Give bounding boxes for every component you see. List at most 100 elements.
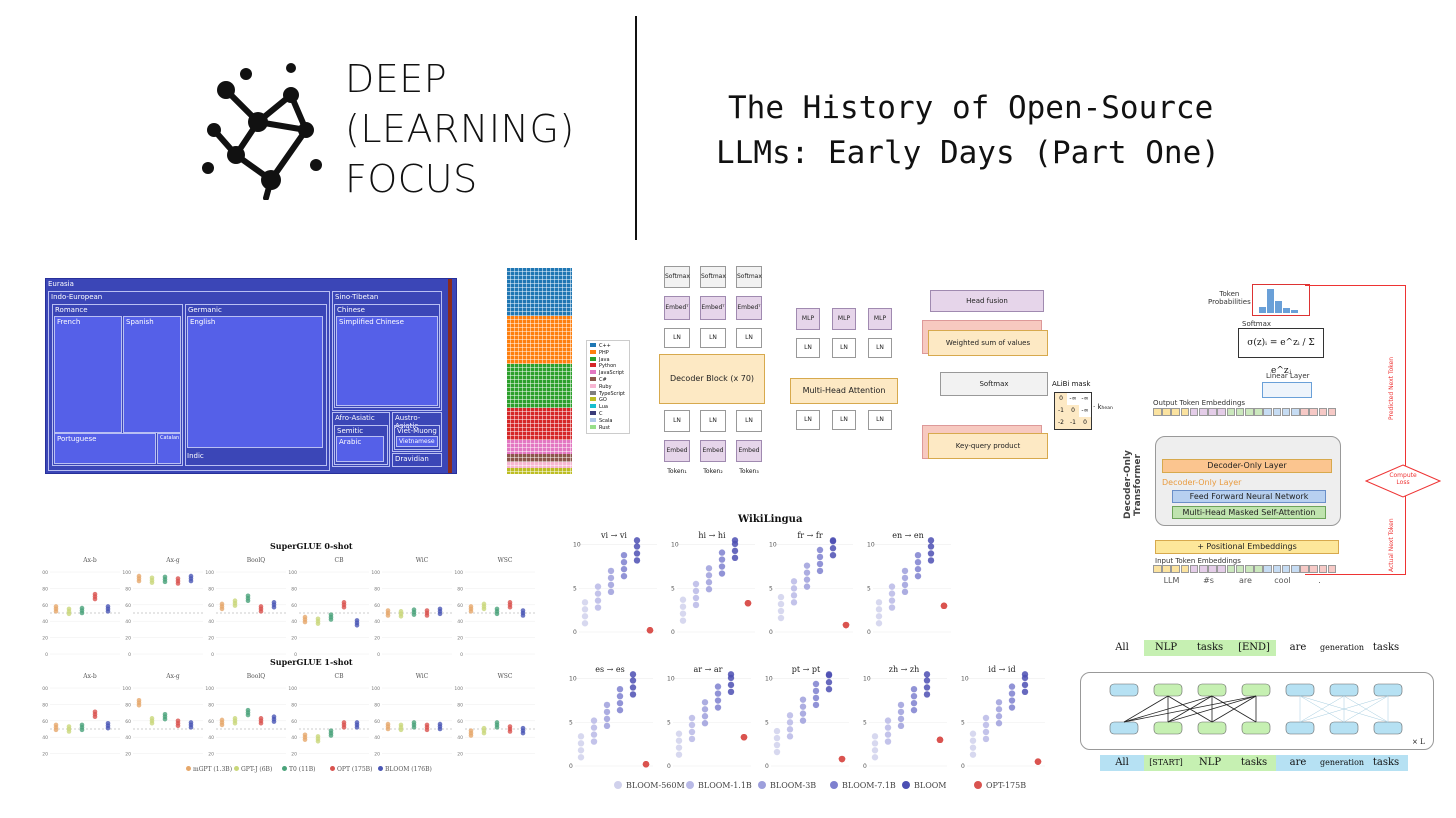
superglue-task-label: CB	[335, 673, 345, 680]
wikilingua-point	[888, 590, 896, 597]
waffle-cell	[559, 412, 563, 416]
y-tick-label: 20	[457, 636, 463, 642]
waffle-cell	[535, 280, 539, 284]
waffle-cell	[547, 272, 551, 276]
multi-head-attention: Multi-Head Attention	[790, 378, 898, 404]
waffle-cell	[551, 280, 555, 284]
waffle-cell	[535, 348, 539, 352]
treemap-indic: Indic	[187, 452, 204, 460]
embed-box: Embed	[664, 440, 690, 462]
wikilingua-point	[871, 747, 879, 754]
treemap-chinese: Chinese	[334, 304, 440, 408]
wikilingua-point	[842, 621, 850, 629]
wikilingua-point	[884, 717, 892, 724]
waffle-cell	[531, 420, 535, 424]
wikilingua-point	[1008, 683, 1016, 690]
code-legend-swatch	[590, 383, 596, 388]
waffle-cell	[551, 452, 555, 456]
y-tick-label: 5	[671, 585, 675, 592]
waffle-cell	[523, 272, 527, 276]
waffle-cell	[527, 424, 531, 428]
waffle-cell	[531, 404, 535, 408]
superglue-point	[162, 574, 168, 580]
waffle-cell	[567, 396, 571, 400]
waffle-cell	[535, 376, 539, 380]
waffle-cell	[567, 360, 571, 364]
y-tick-label: 60	[208, 719, 214, 725]
input-token: are	[1276, 755, 1320, 771]
waffle-cell	[535, 412, 539, 416]
waffle-cell	[515, 420, 519, 424]
waffle-cell	[523, 324, 527, 328]
waffle-cell	[571, 328, 572, 332]
waffle-cell	[567, 436, 571, 440]
waffle-cell	[547, 308, 551, 312]
waffle-cell	[543, 458, 547, 462]
waffle-cell	[531, 372, 535, 376]
waffle-cell	[571, 320, 572, 324]
waffle-cell	[519, 292, 523, 296]
waffle-cell	[539, 352, 543, 356]
y-tick-label: 80	[208, 586, 214, 592]
waffle-cell	[547, 436, 551, 440]
token-label: Token₂	[703, 468, 723, 475]
waffle-cell	[507, 344, 511, 348]
superglue-point	[162, 711, 168, 717]
waffle-cell	[559, 316, 563, 320]
wikilingua-point	[603, 708, 611, 716]
waffle-cell	[571, 466, 572, 470]
waffle-cell	[547, 440, 551, 444]
waffle-cell	[531, 376, 535, 380]
embedding-cell	[1171, 565, 1180, 573]
waffle-cell	[547, 472, 551, 474]
waffle-cell	[563, 368, 567, 372]
waffle-cell	[523, 472, 527, 474]
waffle-cell	[555, 316, 559, 320]
waffle-cell	[511, 376, 515, 380]
superglue-point	[398, 722, 404, 728]
waffle-cell	[511, 352, 515, 356]
waffle-cell	[559, 420, 563, 424]
waffle-cell	[547, 384, 551, 388]
waffle-cell	[563, 408, 567, 412]
waffle-cell	[559, 348, 563, 352]
wikilingua-legend-item: OPT-175B	[974, 781, 1026, 790]
wikilingua-panel-title: id → id	[988, 665, 1015, 674]
y-tick-label: 0	[45, 652, 48, 658]
waffle-cell	[539, 380, 543, 384]
superglue-point	[437, 606, 443, 612]
waffle-cell	[515, 448, 519, 452]
wikilingua-point	[727, 681, 735, 689]
waffle-cell	[551, 424, 555, 428]
waffle-cell	[539, 336, 543, 340]
waffle-cell	[567, 420, 571, 424]
waffle-cell	[539, 424, 543, 428]
superglue-point	[354, 720, 360, 725]
waffle-cell	[563, 288, 567, 292]
y-tick-label: 80	[374, 586, 380, 592]
waffle-cell	[519, 472, 523, 474]
waffle-cell	[515, 396, 519, 400]
waffle-cell	[531, 416, 535, 420]
waffle-cell	[567, 340, 571, 344]
alibi-cell: 0	[1055, 393, 1067, 405]
waffle-cell	[519, 454, 523, 458]
waffle-cell	[543, 300, 547, 304]
waffle-cell	[563, 324, 567, 328]
waffle-cell	[527, 472, 531, 474]
waffle-cell	[531, 360, 535, 364]
wikilingua-point	[642, 761, 650, 768]
treemap-semitic: Semitic	[334, 425, 388, 465]
wikilingua-point	[803, 583, 811, 590]
waffle-cell	[563, 276, 567, 280]
waffle-cell	[527, 316, 531, 320]
waffle-cell	[563, 372, 567, 376]
waffle-cell	[567, 276, 571, 280]
wikilingua-point	[688, 728, 696, 736]
waffle-cell	[571, 348, 572, 352]
waffle-cell	[531, 428, 535, 432]
waffle-cell	[559, 268, 563, 272]
attention-edge	[1123, 695, 1169, 723]
waffle-cell	[523, 408, 527, 412]
waffle-cell	[559, 396, 563, 400]
